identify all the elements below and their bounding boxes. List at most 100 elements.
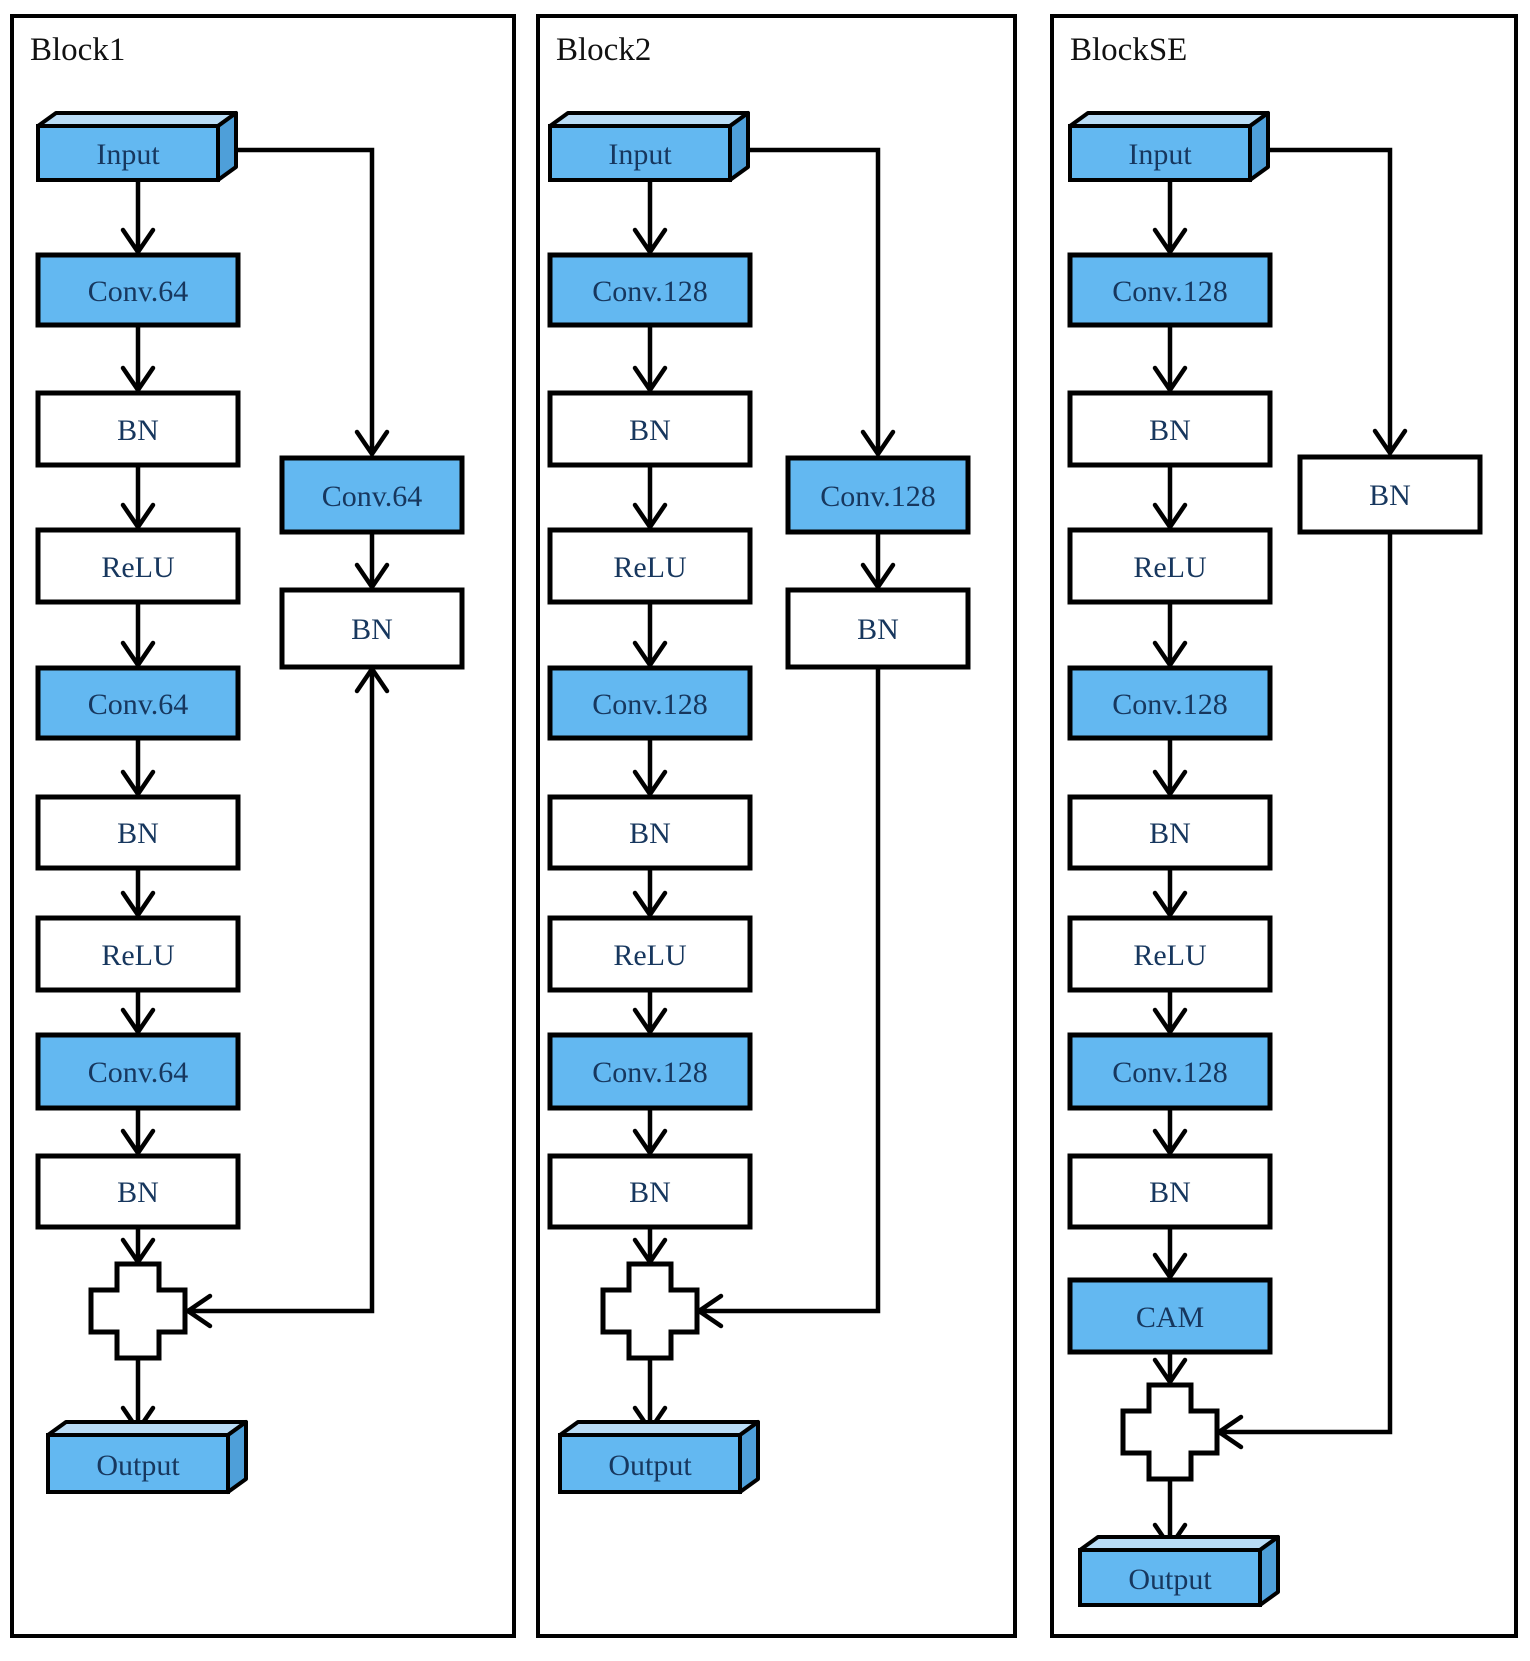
blockse-skip-bn-label: BN	[1369, 479, 1411, 512]
block2-bn2-label: BN	[629, 817, 671, 850]
output-box-front-face	[46, 1433, 230, 1494]
blockse-cam-box: CAM	[1067, 1277, 1273, 1355]
block1-conv2-box: Conv.64	[35, 665, 241, 741]
blockse-relu1-label: ReLU	[1133, 551, 1207, 584]
block2-bn3-label: BN	[629, 1176, 671, 1209]
block2-relu1-box: ReLU	[547, 527, 753, 605]
output-box-front-face	[558, 1433, 742, 1494]
blockse-relu2-label: ReLU	[1133, 939, 1207, 972]
blockse-panel: BlockSE Input Conv.128 BN ReLU Conv.128	[1050, 14, 1518, 1638]
block1-input-label: Input	[96, 138, 160, 171]
block2-bn1-label: BN	[629, 414, 671, 447]
block2-conv3-label: Conv.128	[592, 1056, 708, 1089]
block2-input-label: Input	[608, 138, 672, 171]
block2-skip-bn-box: BN	[785, 587, 971, 670]
block2-add-junction	[600, 1261, 700, 1361]
block1-relu1-box: ReLU	[35, 527, 241, 605]
block1-output-label: Output	[96, 1449, 180, 1482]
block1-bn1-label: BN	[117, 414, 159, 447]
output-box-side-face	[226, 1420, 248, 1494]
input-box-side-face	[216, 111, 238, 182]
blockse-bn3-box: BN	[1067, 1153, 1273, 1230]
input-box-front-face	[548, 124, 732, 182]
blockse-add-junction	[1120, 1382, 1220, 1482]
block2-conv3-box: Conv.128	[547, 1032, 753, 1111]
block1-relu1-label: ReLU	[101, 551, 175, 584]
block1-bn1-box: BN	[35, 390, 241, 468]
block2-panel: Block2 Input Conv.128 BN ReLU Conv.128	[536, 14, 1017, 1638]
block2-relu1-label: ReLU	[613, 551, 687, 584]
block2-conv1-box: Conv.128	[547, 252, 753, 328]
output-box-front-face	[1078, 1548, 1262, 1607]
blockse-conv2-label: Conv.128	[1112, 688, 1228, 721]
blockse-output-label: Output	[1128, 1563, 1212, 1596]
block2-skip-conv-box: Conv.128	[785, 455, 971, 535]
block2-bn1-box: BN	[547, 390, 753, 468]
blockse-relu1-box: ReLU	[1067, 527, 1273, 605]
block1-skip-bn-label: BN	[351, 613, 393, 646]
block1-input-box: Input	[36, 111, 238, 182]
input-box-front-face	[1068, 124, 1252, 182]
blockse-input-label: Input	[1128, 138, 1192, 171]
blockse-main-flow-arrows	[1152, 177, 1188, 1550]
block1-conv3-label: Conv.64	[88, 1056, 189, 1089]
blockse-relu2-box: ReLU	[1067, 915, 1273, 993]
blockse-bn2-label: BN	[1149, 817, 1191, 850]
block1-main-flow-arrows	[120, 177, 156, 1433]
block2-relu2-box: ReLU	[547, 915, 753, 993]
blockse-bn3-label: BN	[1149, 1176, 1191, 1209]
block2-conv2-label: Conv.128	[592, 688, 708, 721]
blockse-input-box: Input	[1068, 111, 1270, 182]
block1-bn3-label: BN	[117, 1176, 159, 1209]
blockse-title: BlockSE	[1070, 32, 1187, 68]
block1-skip-flow	[185, 147, 390, 1329]
blockse-skip-bn-box: BN	[1297, 454, 1483, 535]
block1-add-junction	[88, 1261, 188, 1361]
blockse-conv1-box: Conv.128	[1067, 252, 1273, 328]
block2-skip-bn-label: BN	[857, 613, 899, 646]
blockse-output-box: Output	[1078, 1535, 1280, 1607]
output-box-side-face	[738, 1420, 760, 1494]
blockse-bn1-box: BN	[1067, 390, 1273, 468]
block1-conv2-label: Conv.64	[88, 688, 189, 721]
blockse-bn1-label: BN	[1149, 414, 1191, 447]
output-box-side-face	[1258, 1535, 1280, 1607]
input-box-front-face	[36, 124, 220, 182]
block1-skip-bn-up-arrowhead	[354, 666, 390, 694]
block2-conv1-label: Conv.128	[592, 275, 708, 308]
blockse-conv1-label: Conv.128	[1112, 275, 1228, 308]
block2-output-label: Output	[608, 1449, 692, 1482]
block1-title: Block1	[30, 32, 125, 68]
blockse-cam-label: CAM	[1136, 1301, 1204, 1334]
block2-conv2-box: Conv.128	[547, 665, 753, 741]
block2-title: Block2	[556, 32, 651, 68]
block1-relu2-label: ReLU	[101, 939, 175, 972]
block2-input-box: Input	[548, 111, 750, 182]
block1-panel: Block1 Input Conv.64 BN ReLU Conv.64	[10, 14, 516, 1638]
block2-bn3-box: BN	[547, 1153, 753, 1230]
block2-output-box: Output	[558, 1420, 760, 1494]
block1-bn3-box: BN	[35, 1153, 241, 1230]
block1-skip-conv-label: Conv.64	[322, 480, 423, 513]
blockse-conv2-box: Conv.128	[1067, 665, 1273, 741]
block1-relu2-box: ReLU	[35, 915, 241, 993]
block1-output-box: Output	[46, 1420, 248, 1494]
input-box-side-face	[728, 111, 750, 182]
blockse-skip-flow	[1216, 147, 1408, 1450]
block2-bn2-box: BN	[547, 794, 753, 871]
block1-bn2-box: BN	[35, 794, 241, 871]
blockse-conv3-box: Conv.128	[1067, 1032, 1273, 1111]
block1-bn2-label: BN	[117, 817, 159, 850]
block1-skip-conv-box: Conv.64	[279, 455, 465, 535]
blockse-conv3-label: Conv.128	[1112, 1056, 1228, 1089]
blockse-bn2-box: BN	[1067, 794, 1273, 871]
block1-skip-bn-box: BN	[279, 587, 465, 670]
block2-skip-flow	[696, 147, 896, 1329]
block2-relu2-label: ReLU	[613, 939, 687, 972]
input-box-side-face	[1248, 111, 1270, 182]
block2-main-flow-arrows	[632, 177, 668, 1433]
block2-skip-conv-label: Conv.128	[820, 480, 936, 513]
block1-conv1-box: Conv.64	[35, 252, 241, 328]
